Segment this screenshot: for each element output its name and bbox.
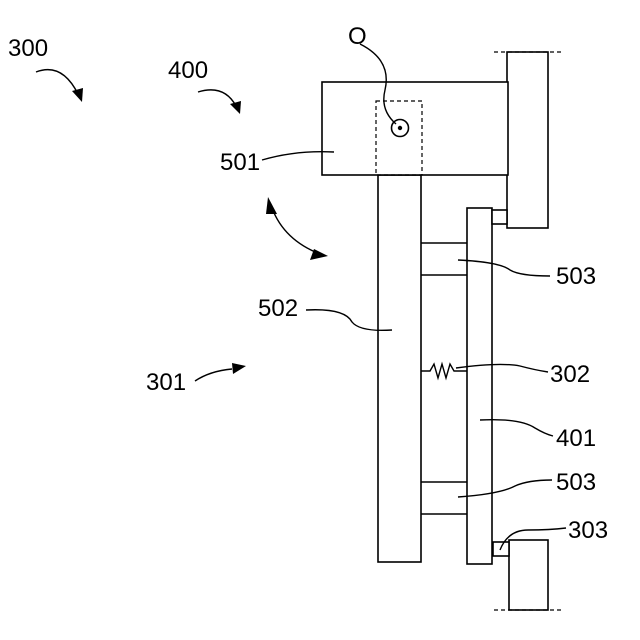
- label-302: 302: [550, 361, 590, 388]
- label-300: 300: [8, 35, 48, 62]
- arrow-300: [36, 70, 83, 102]
- label-501: 501: [220, 149, 260, 176]
- block-501: [322, 82, 508, 175]
- upper-stopper: [492, 210, 507, 224]
- arrow-400: [198, 90, 241, 114]
- label-502: 502: [258, 295, 298, 322]
- spring-302: [421, 364, 467, 378]
- label-401: 401: [556, 425, 596, 452]
- arm-502: [378, 175, 421, 562]
- pivot-center: [398, 126, 402, 130]
- label-301: 301: [146, 369, 186, 396]
- label-503-lower: 503: [556, 469, 596, 496]
- label-400: 400: [168, 57, 208, 84]
- label-303: 303: [568, 517, 608, 544]
- rotation-arrow: [266, 197, 328, 260]
- label-503-upper: 503: [556, 263, 596, 290]
- arrow-301: [195, 363, 246, 381]
- label-o: O: [348, 23, 367, 50]
